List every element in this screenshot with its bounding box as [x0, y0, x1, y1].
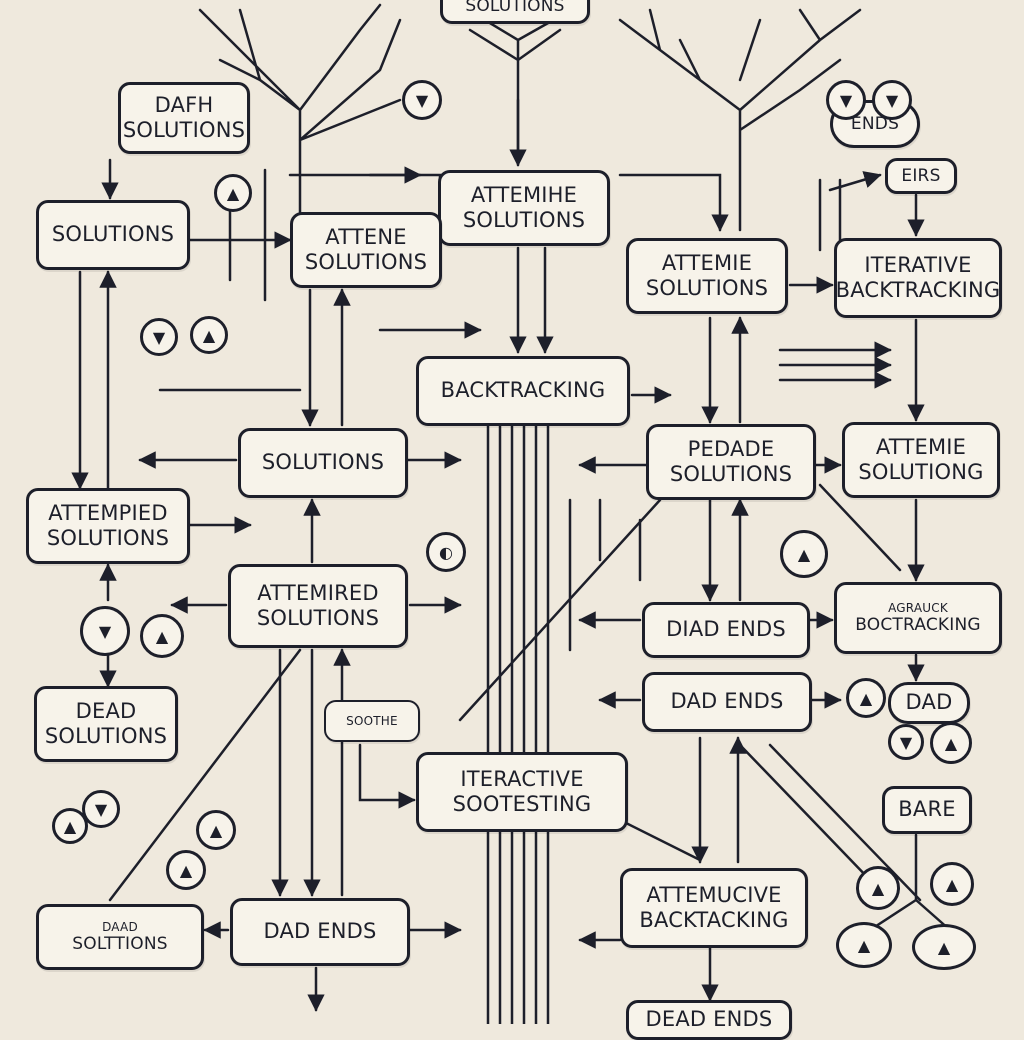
- node-label: ATTEMPIED: [48, 500, 168, 525]
- node-agrauck-boctracking: AGRAUCK BOCTRACKING: [834, 582, 1002, 654]
- node-label: AGRAUCK: [888, 600, 948, 615]
- circle-arrow-icon: ▲: [836, 922, 892, 968]
- circle-arrow-icon: ▼: [80, 606, 130, 656]
- node-iterative-backtracking: ITERATIVE BACKTRACKING: [834, 238, 1002, 318]
- node-eirs: EIRS: [885, 158, 957, 194]
- node-soothe: SOOTHE: [324, 700, 420, 742]
- node-label: DEAD: [75, 698, 137, 723]
- circle-arrow-icon: ▲: [930, 722, 972, 764]
- node-dead-solutions: DEAD SOLUTIONS: [34, 686, 178, 762]
- node-label: BARE: [898, 797, 956, 822]
- node-label: DAD ENDS: [263, 919, 377, 944]
- node-label: SOLUTIONS: [256, 606, 380, 630]
- node-label: SOOTESTING: [452, 792, 592, 816]
- node-dad-ends-bottom: DAD ENDS: [230, 898, 410, 966]
- node-label: DEAD ENDS: [645, 1007, 773, 1032]
- node-label: ATTEMIHE: [470, 182, 578, 207]
- circle-arrow-icon: ▲: [912, 924, 976, 970]
- node-label: ATTEMIE: [875, 434, 967, 459]
- circle-arrow-icon: ▼: [872, 80, 912, 120]
- node-label: DAAD: [102, 919, 138, 934]
- node-backtracking-center: BACKTRACKING: [416, 356, 630, 426]
- node-label: SOLUTIONS: [645, 276, 769, 300]
- node-label: SOLUTIONS: [51, 222, 175, 247]
- node-label: SOLTTIONS: [72, 934, 168, 954]
- circle-arrow-icon: ▲: [190, 316, 228, 354]
- node-dead-ends-bottom: DEAD ENDS: [626, 1000, 792, 1040]
- node-label: ATTEMUCIVE: [646, 882, 782, 907]
- node-solutions-left: SOLUTIONS: [36, 200, 190, 270]
- circle-arrow-icon: ▲: [846, 678, 886, 718]
- node-label: ITERATIVE: [864, 252, 972, 277]
- circle-arrow-icon: ▲: [856, 866, 900, 910]
- tree-right: [618, 8, 862, 232]
- node-label: DIAD ENDS: [666, 617, 786, 642]
- node-dafh-solutions: DAFH SOLUTIONS: [118, 82, 250, 154]
- node-label: BACKTRACKING: [440, 378, 606, 403]
- node-label: SOLUTIONS: [261, 450, 385, 475]
- circle-arrow-icon: ▲: [196, 810, 236, 850]
- circle-arrow-icon: ▲: [214, 174, 252, 212]
- circle-arrow-icon: ▲: [780, 530, 828, 578]
- node-label: SOLUTIONS: [46, 526, 170, 550]
- node-label: BACKTACKING: [639, 908, 789, 932]
- node-label: SOLUTIONS: [304, 250, 428, 274]
- node-label: EIRS: [901, 165, 941, 186]
- circle-arrow-icon: ▲: [140, 614, 184, 658]
- node-label: ATTEMIE: [661, 250, 753, 275]
- node-label: SOLUTIONS: [465, 0, 565, 16]
- node-label: ATTEMIRED: [257, 580, 379, 605]
- circle-arrow-icon: ▼: [888, 724, 924, 760]
- node-attemie-solutiong: ATTEMIE SOLUTIONG: [842, 422, 1000, 498]
- node-label: SOLUTIONG: [858, 460, 984, 484]
- node-attemihe-solutions: ATTEMIHE SOLUTIONS: [438, 170, 610, 246]
- connectors: [71, 98, 952, 1012]
- circle-arrow-icon: ▲: [52, 808, 88, 844]
- node-label: DAD ENDS: [670, 689, 784, 714]
- node-iteractive-sootesting: ITERACTIVE SOOTESTING: [416, 752, 628, 832]
- node-solutions-top: SOLUTIONS: [440, 0, 590, 24]
- node-diad-ends: DIAD ENDS: [642, 602, 810, 658]
- node-label: SOLUTIONS: [122, 118, 246, 142]
- node-solutions-mid: SOLUTIONS: [238, 428, 408, 498]
- node-label: DAD: [905, 690, 953, 715]
- node-dad: DAD: [888, 682, 970, 724]
- node-label: SOOTHE: [346, 713, 398, 728]
- node-attemired-solutions: ATTEMIRED SOLUTIONS: [228, 564, 408, 648]
- node-label: SOLUTIONS: [669, 462, 793, 486]
- node-bare: BARE: [882, 786, 972, 834]
- node-label: BOCTRACKING: [855, 615, 981, 635]
- circle-arrow-icon: ▼: [82, 790, 120, 828]
- node-label: SOLUTIONS: [44, 724, 168, 748]
- node-dad-ends-right: DAD ENDS: [642, 672, 812, 732]
- trunk-bundle: [486, 423, 550, 1024]
- tree-left: [198, 3, 402, 222]
- node-attemucive-backtacking: ATTEMUCIVE BACKTACKING: [620, 868, 808, 948]
- node-attene-solutions: ATTENE SOLUTIONS: [290, 212, 442, 288]
- circle-arrow-icon: ▼: [140, 318, 178, 356]
- circle-arrow-icon: ▲: [930, 862, 974, 906]
- node-label: BACKTRACKING: [835, 278, 1001, 302]
- node-label: PEDADE: [687, 436, 775, 461]
- node-daad-soltions: DAAD SOLTTIONS: [36, 904, 204, 970]
- node-attempied-solutions: ATTEMPIED SOLUTIONS: [26, 488, 190, 564]
- circle-arrow-icon: ◐: [426, 532, 466, 572]
- circle-arrow-icon: ▼: [402, 80, 442, 120]
- circle-arrow-icon: ▲: [166, 850, 206, 890]
- node-attemie-solutions: ATTEMIE SOLUTIONS: [626, 238, 788, 314]
- node-label: ITERACTIVE: [460, 766, 584, 791]
- node-label: ATTENE: [325, 224, 407, 249]
- tree-center: [458, 3, 582, 162]
- circle-arrow-icon: ▼: [826, 80, 866, 120]
- node-label: DAFH: [154, 92, 214, 117]
- node-label: SOLUTIONS: [462, 208, 586, 232]
- node-pedade-solutions: PEDADE SOLUTIONS: [646, 424, 816, 500]
